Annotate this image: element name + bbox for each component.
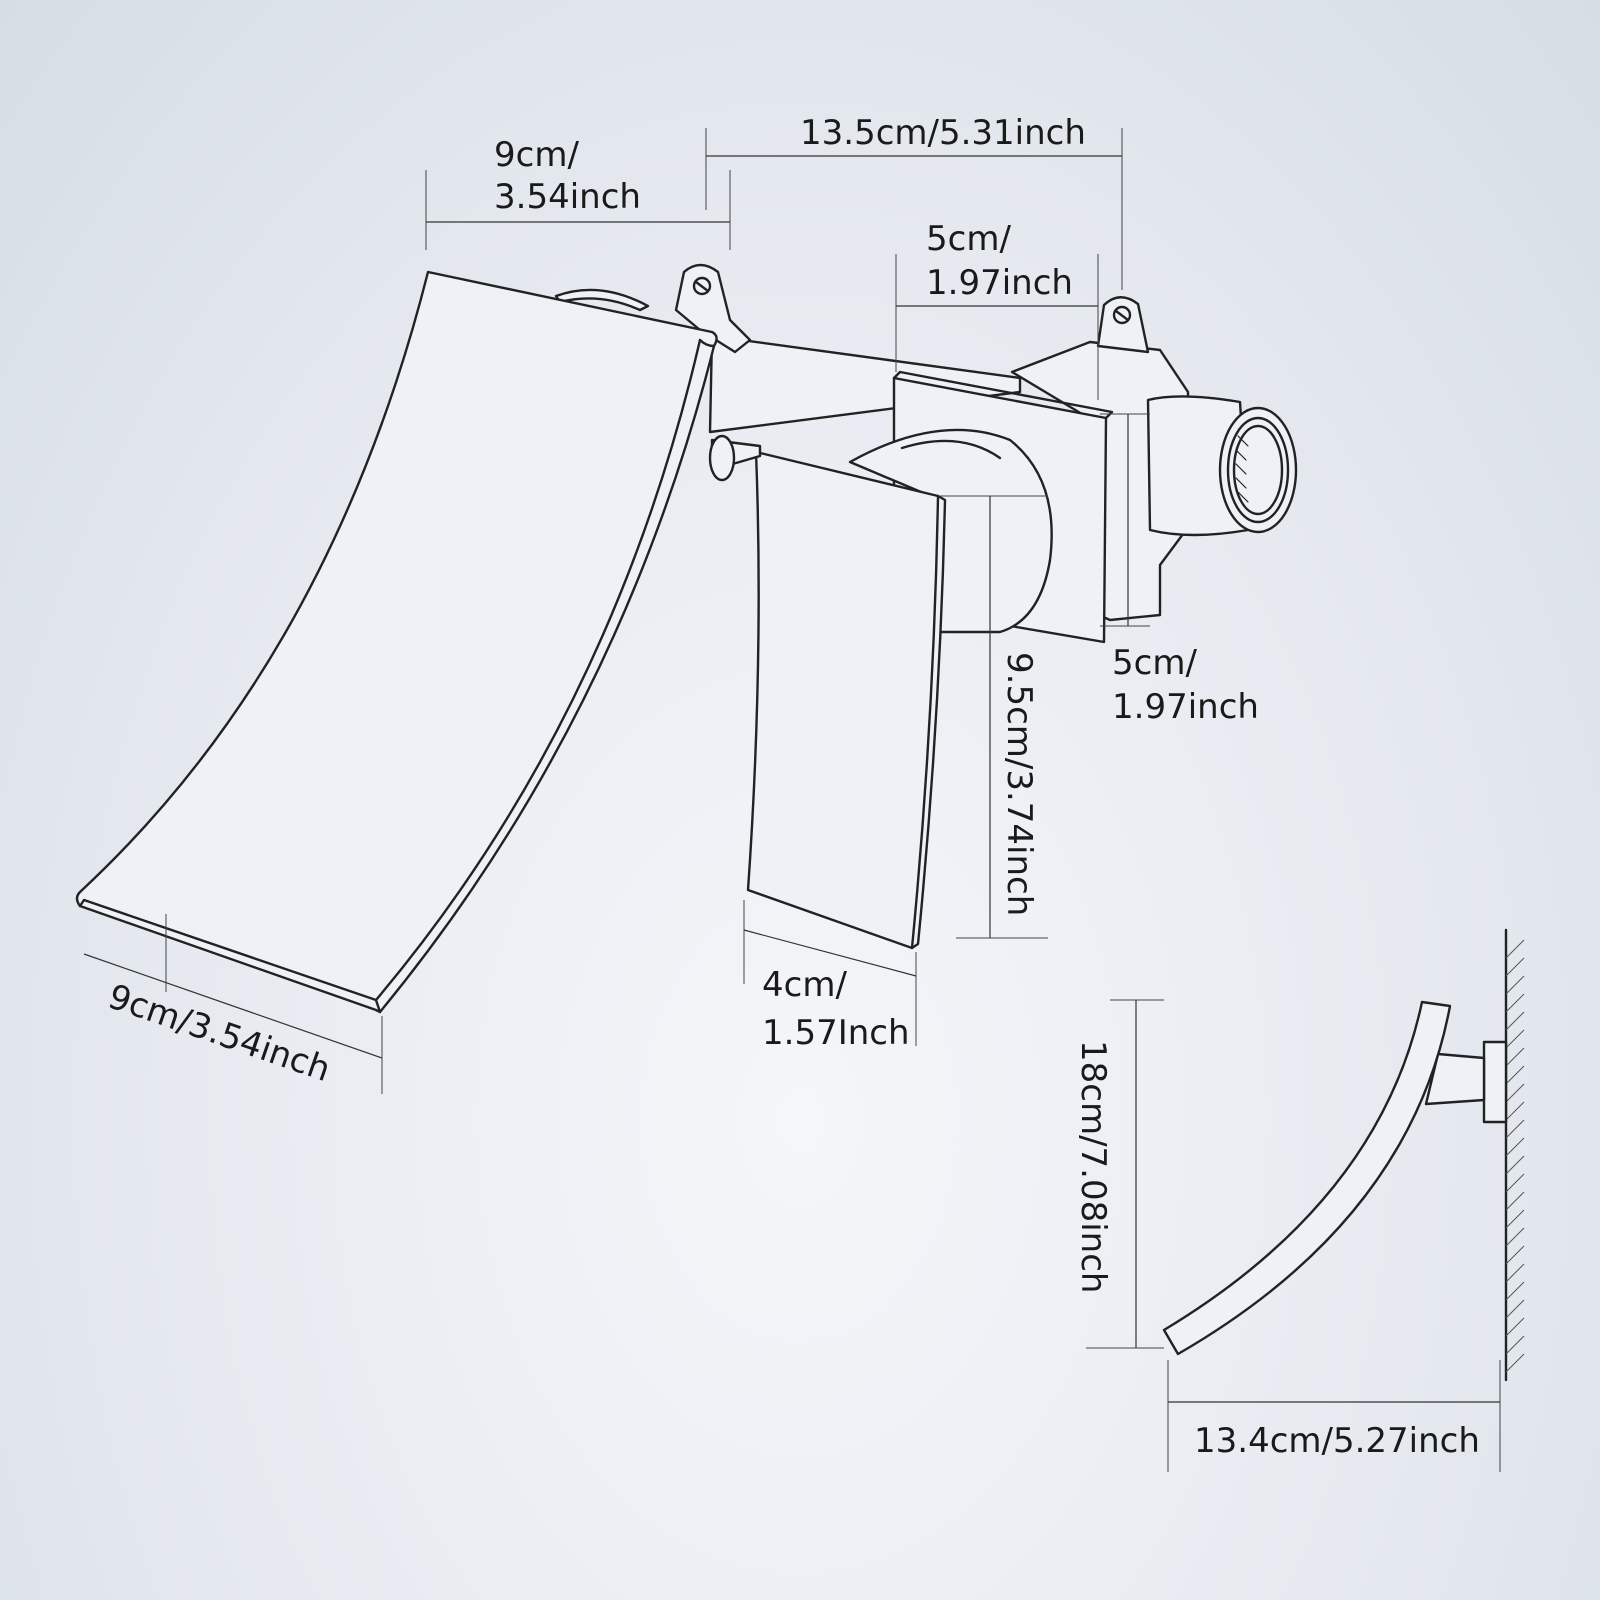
wall-hatch-line [1505,1245,1525,1265]
waterfall-spout [75,270,718,1014]
wall-hatch-line [1505,1083,1525,1103]
connecting-pipe [708,334,1022,434]
label-valve-height-line2: 1.97inch [1112,687,1259,727]
inlet-thread [1235,435,1249,503]
inlet-port-outer [1218,406,1298,534]
wall-hatch-line [1505,1281,1525,1301]
handle-hub [848,428,1053,634]
lower-disc [708,434,736,482]
wall-hatch-line [1505,1209,1525,1229]
wall-hatch-line [1505,1317,1525,1337]
wall-hatch-line [1505,1173,1525,1193]
wall-flange [1482,1040,1508,1124]
wall-hatching [1505,939,1525,1373]
spout-tab-hole [692,276,712,296]
wall-hatch-line [1505,1029,1525,1049]
label-spout-bottom-width: 9cm/3.54inch [103,977,335,1090]
wall-hatch-line [1505,993,1525,1013]
label-valve-depth-line2: 1.97inch [926,263,1073,303]
wall-hatch-line [1505,1137,1525,1157]
lever-handle [746,450,947,950]
wall-hatch-line [1505,1263,1525,1283]
label-side-projection: 13.4cm/5.27inch [1194,1421,1480,1461]
side-stem [1424,1052,1486,1106]
dimension-lines [83,128,1501,1472]
label-spout-top-width-line2: 3.54inch [494,177,641,217]
label-valve-height-line1: 5cm/ [1112,643,1197,683]
valve-tab-hole [1112,305,1132,325]
wall-hatch-line [1505,1353,1525,1373]
wall-hatch-line [1505,957,1525,977]
wall-hatch-line [1505,1011,1525,1031]
wall-hatch-line [1505,1299,1525,1319]
faucet-assembly [75,263,1298,1014]
label-back-length: 13.5cm/5.31inch [800,113,1086,153]
wall-hatch-line [1505,1047,1525,1067]
wall-hatch-line [1505,1191,1525,1211]
wall-hatch-line [1505,975,1525,995]
label-spout-top-width-line1: 9cm/ [494,135,579,175]
wall-hatch-line [1505,1119,1525,1139]
side-view [1162,928,1525,1382]
wall-hatch-line [1505,1155,1525,1175]
rear-disc [554,288,650,312]
label-valve-depth-line1: 5cm/ [926,219,1011,259]
wall-hatch-line [1505,939,1525,959]
label-handle-width-line2: 1.57Inch [762,1013,910,1053]
wall-hatch-line [1505,1335,1525,1355]
wall-hatch-line [1505,1227,1525,1247]
wall-hatch-line [1505,1065,1525,1085]
valve-mounting-tab [1096,296,1150,354]
side-spout-profile [1162,1000,1452,1356]
wall-hatch-line [1505,1101,1525,1121]
label-side-height: 18cm/7.08inch [1073,1040,1113,1293]
label-handle-height: 9.5cm/3.74inch [999,652,1039,916]
label-handle-width-line1: 4cm/ [762,965,847,1005]
